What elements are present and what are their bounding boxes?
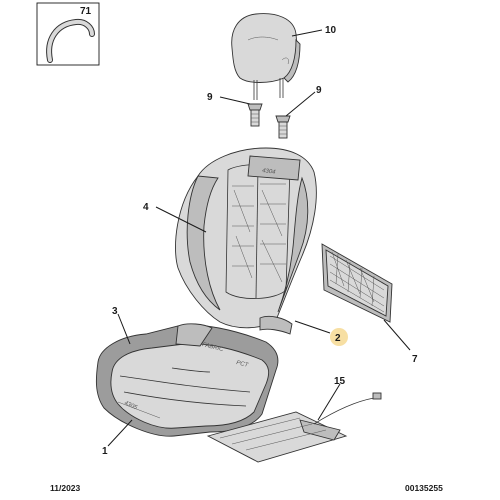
callout-7: 7 [412,354,418,365]
headrest-guide-right [275,115,291,139]
callout-71: 71 [80,6,92,17]
backrest-foam: 4304 [175,147,317,335]
seat-heating-mat [206,392,382,463]
trim-clip-icon [46,18,95,63]
callout-2: 2 [335,333,341,344]
inset-box-part-71: 71 [36,2,100,66]
cushion-stamp-fabric: FABRIC [202,342,225,353]
callout-4: 4 [143,202,149,213]
headrest-guide-left [247,103,263,127]
footer-reference: 00135255 [405,483,443,493]
callout-3: 3 [112,306,118,317]
footer-date: 11/2023 [50,483,81,493]
cushion-stamp-pct: PCT [236,360,250,369]
headrest [231,13,301,100]
callout-15: 15 [334,376,346,387]
callout-9-right: 9 [316,85,322,96]
backrest-stamp: 4304 [262,168,277,176]
callout-1: 1 [102,446,108,457]
cushion-stamp-code: 4305 [123,400,138,411]
seat-cushion-foam: FABRIC PCT 4305 [95,323,279,437]
callout-10: 10 [325,25,337,36]
map-pocket-net [321,243,393,323]
callout-9-left: 9 [207,92,213,103]
callout-2-highlight [330,328,348,346]
